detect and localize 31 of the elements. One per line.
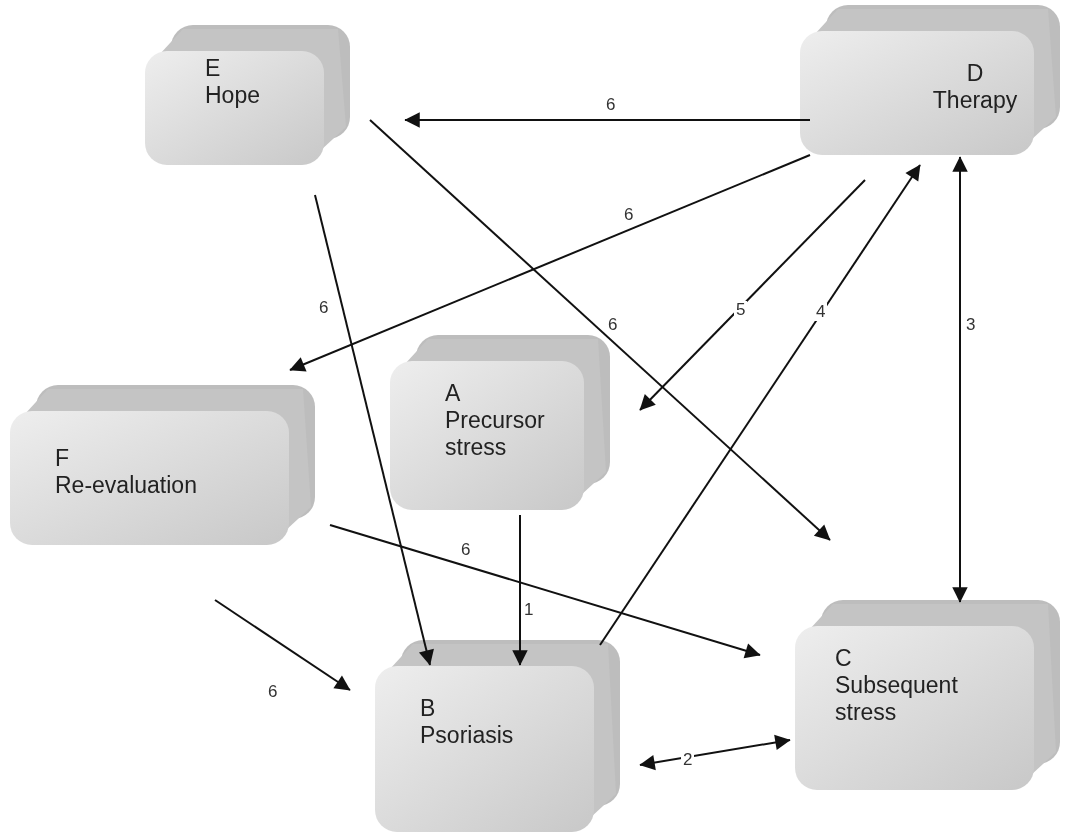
block-3d [390,335,610,510]
node-letter: D [966,60,984,87]
arrow [599,164,921,646]
arrow [369,119,831,541]
arrow [314,194,434,666]
node-letter: B [420,695,436,722]
node-letter: A [445,380,461,407]
node-label: Subsequent stress [835,672,959,726]
block-3d [800,5,1060,155]
node-label: Therapy [932,87,1018,114]
arrow [404,112,811,128]
arrow [639,734,791,771]
arrow [512,514,528,666]
node-letter: F [55,445,70,472]
node-letter: E [205,55,221,82]
arrow [214,599,351,691]
node-label: Hope [205,82,260,109]
arrow [289,154,811,372]
node-letter: C [835,645,852,672]
edge-label: 5 [734,301,748,319]
node-label: Re-evaluation [55,472,197,499]
node-label: Psoriasis [420,722,514,749]
arrow [639,179,866,411]
block-3d [375,640,620,832]
arrow [952,156,968,603]
edge-label: 4 [814,303,828,321]
block-3d [145,25,350,165]
block-3d [10,385,315,545]
node-label: Precursor stress [445,407,546,461]
arrow [329,524,761,659]
block-3d [795,600,1060,790]
